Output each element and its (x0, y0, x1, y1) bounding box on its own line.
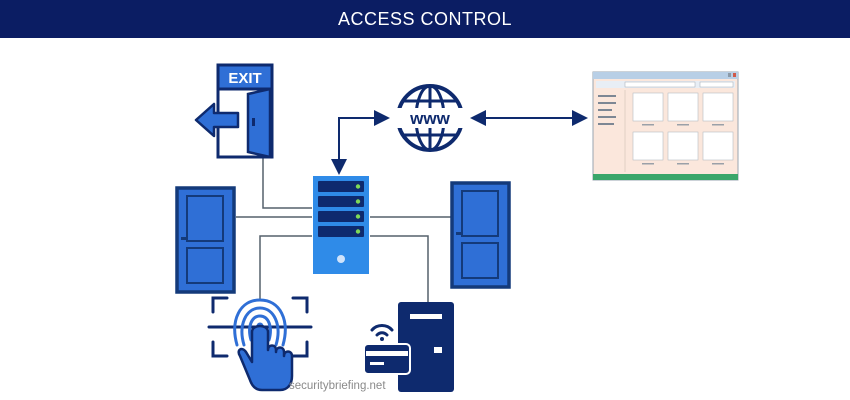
door-right-icon (450, 181, 511, 289)
wireless-icon (370, 324, 394, 337)
line-fingerprint-to-server (259, 235, 312, 300)
line-cardreader-to-server (370, 235, 429, 302)
globe-www-label: www (409, 109, 450, 128)
line-exit-to-server (262, 155, 312, 209)
page-title: ACCESS CONTROL (337, 8, 513, 29)
software-thumbnails (632, 92, 734, 161)
fingerprint-scanner-icon (207, 296, 313, 392)
exit-sign-label: EXIT (228, 70, 261, 87)
exit-door-icon: EXIT (194, 63, 274, 159)
page-header: ACCESS CONTROL (0, 0, 850, 38)
network-arrows (331, 110, 588, 175)
access-card-icon (363, 343, 411, 375)
software-window-icon (592, 71, 739, 181)
card-reader-icon (363, 302, 454, 392)
arrow-server-globe (331, 110, 390, 175)
door-left-icon (175, 186, 236, 294)
globe-www-icon: www (396, 84, 464, 152)
software-sidebar (598, 95, 616, 125)
exit-arrow-icon (194, 102, 240, 138)
server-icon (313, 176, 369, 274)
pointing-hand-icon (237, 324, 294, 392)
connector-lines (236, 155, 452, 302)
watermark: securitybriefing.net (289, 380, 386, 392)
